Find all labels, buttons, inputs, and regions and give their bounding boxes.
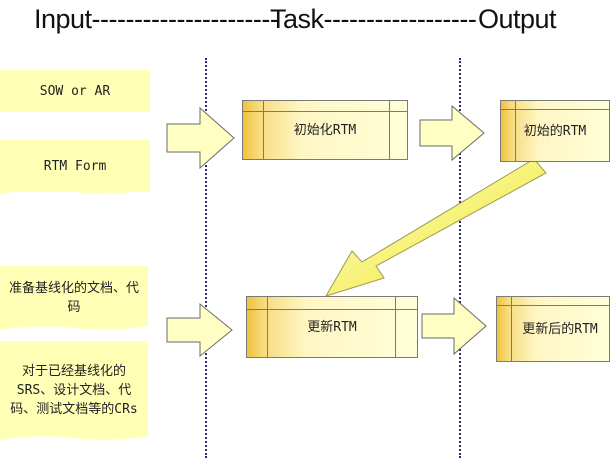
task-update-rtm-label: 更新RTM — [307, 319, 357, 335]
header-input-label: Input---------------------- — [34, 4, 279, 34]
doc-baseline: 准备基线化的文档、代码 — [4, 270, 144, 326]
doc-crs: 对于已经基线化的SRS、设计文档、代码、测试文档等的CRs — [4, 346, 144, 434]
arrow-input-to-update — [166, 302, 233, 358]
doc-rtm-form-label: RTM Form — [43, 158, 107, 174]
diagram-header: Input---------------------- Task--------… — [0, 4, 612, 44]
output-initial-rtm: 初始的RTM — [500, 100, 610, 162]
arrow-input-to-init — [166, 106, 235, 170]
arrow-init-to-output — [419, 104, 485, 162]
arrow-update-to-output — [421, 296, 487, 356]
output-initial-rtm-label: 初始的RTM — [523, 123, 587, 139]
task-update-rtm: 更新RTM — [246, 296, 418, 358]
task-init-rtm-label: 初始化RTM — [293, 122, 357, 138]
divider-task-output — [459, 58, 461, 458]
task-init-rtm: 初始化RTM — [242, 100, 408, 160]
header-output-label: Output — [478, 4, 557, 34]
doc-sow: SOW or AR — [0, 70, 150, 112]
doc-baseline-label: 准备基线化的文档、代码 — [8, 281, 139, 315]
doc-rtm-form: RTM Form — [0, 140, 150, 192]
doc-sow-label: SOW or AR — [39, 83, 111, 99]
arrow-feedback — [324, 158, 547, 297]
header-task-label: Task------------------ — [270, 4, 477, 34]
divider-input-task — [205, 58, 207, 458]
output-updated-rtm: 更新后的RTM — [496, 296, 610, 362]
output-updated-rtm-label: 更新后的RTM — [522, 321, 598, 337]
doc-crs-label: 对于已经基线化的SRS、设计文档、代码、测试文档等的CRs — [10, 363, 138, 417]
